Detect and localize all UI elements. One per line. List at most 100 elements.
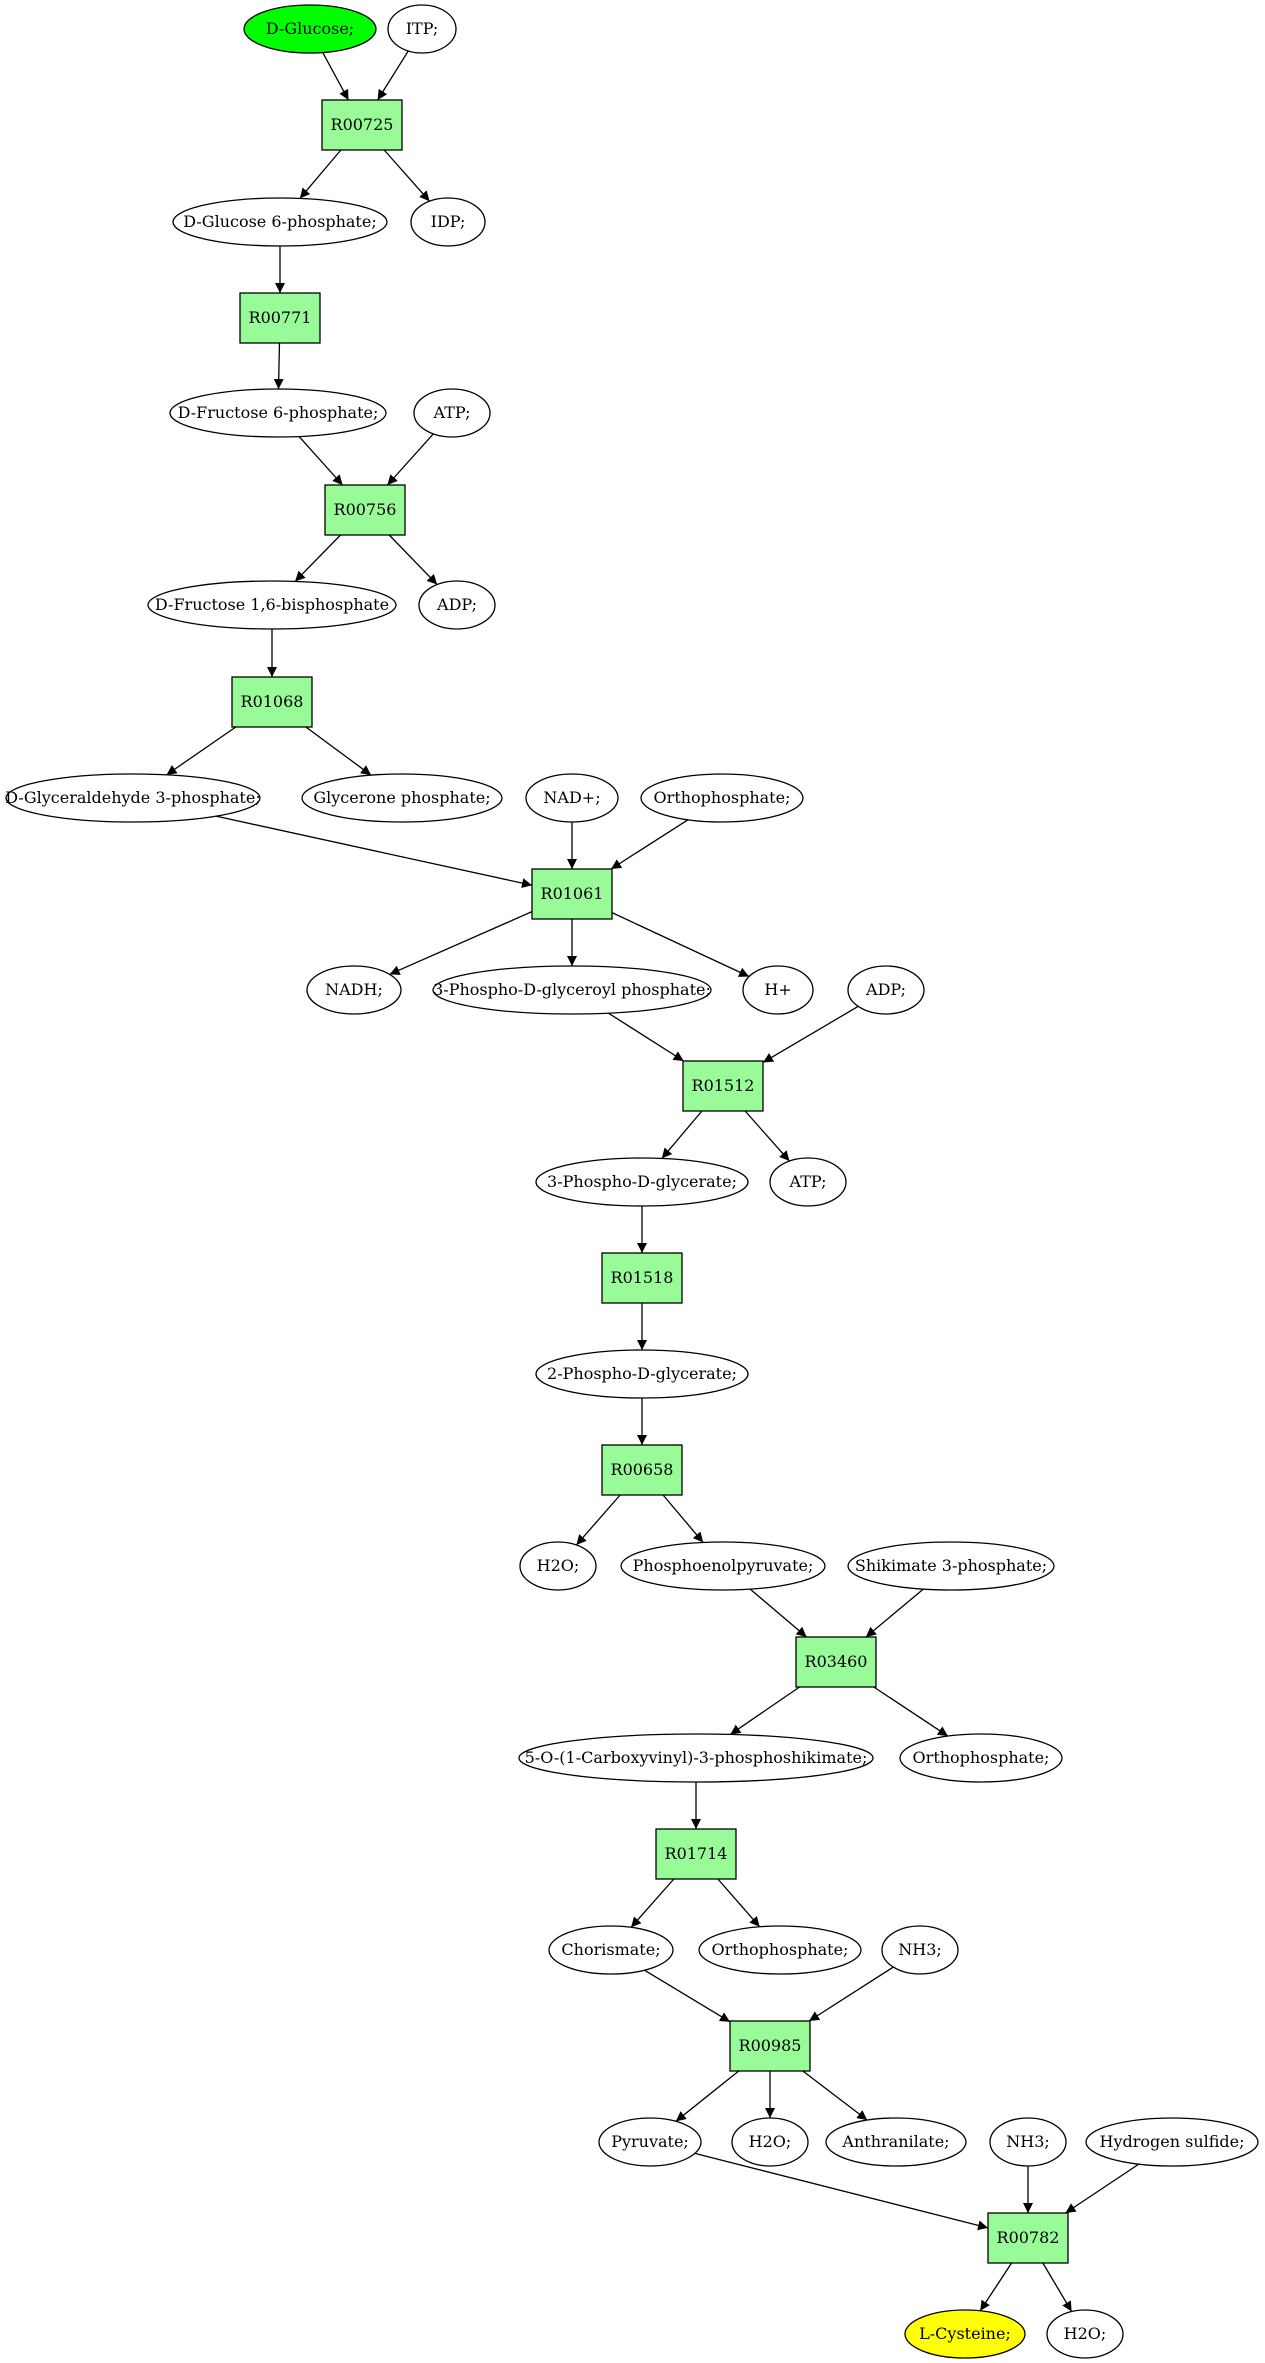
compound-shape — [989, 2117, 1067, 2167]
edge-c_adp2-to-r_01512 — [762, 1005, 859, 1064]
edge-c_itp-to-r_00725 — [377, 50, 409, 101]
reaction-node-r00771: R00771 — [239, 292, 321, 344]
compound-shape — [847, 1541, 1055, 1591]
edge-r_01061-to-c_nadh — [389, 911, 533, 975]
edge-c_glucose-to-r_00725 — [322, 52, 350, 101]
compound-shape — [519, 1541, 597, 1591]
compound-label: Chorismate; — [561, 1940, 660, 1959]
edges-layer — [166, 50, 1140, 2312]
compound-label: 5-O-(1-Carboxyvinyl)-3-phosphoshikimate; — [525, 1748, 868, 1767]
compound-node-h: H+ — [742, 965, 814, 1015]
compound-label: ADP; — [865, 980, 906, 999]
edge-r_00725-to-c_idp — [383, 149, 431, 202]
reaction-label: R01512 — [692, 1076, 755, 1095]
edge-c_pyr-to-r_00782 — [694, 2152, 989, 2231]
compound-shape — [881, 1925, 959, 1975]
compound-label: D-Glyceraldehyde 3-phosphate; — [5, 788, 260, 807]
edge-c_gap-to-r_01061 — [215, 815, 533, 889]
compound-label: IDP; — [431, 212, 466, 231]
compound-label: Pyruvate; — [611, 2132, 689, 2151]
edge-c_pep-to-r_03460 — [749, 1588, 807, 1638]
compound-shape — [410, 197, 486, 247]
reaction-label: R01714 — [665, 1844, 728, 1863]
compound-shape — [243, 4, 377, 54]
reaction-node-r00658: R00658 — [601, 1444, 683, 1496]
reaction-label: R01068 — [241, 692, 304, 711]
compound-node-s3p: Shikimate 3-phosphate; — [847, 1541, 1055, 1591]
compound-node-3pg: 3-Phospho-D-glycerate; — [535, 1157, 749, 1207]
compound-node-atp1: ATP; — [413, 388, 491, 438]
compound-shape — [620, 1541, 826, 1591]
edge-r_03460-to-c_pi2 — [873, 1686, 949, 1737]
compound-label: D-Fructose 6-phosphate; — [178, 403, 379, 422]
compound-label: NH3; — [898, 1940, 942, 1959]
edge-r_01714-to-c_chor — [630, 1878, 675, 1928]
reaction-shape — [795, 1636, 877, 1688]
compound-shape — [306, 965, 402, 1015]
reaction-shape — [239, 292, 321, 344]
compound-node-adp2: ADP; — [847, 965, 925, 1015]
compound-node-h2s: Hydrogen sulfide; — [1085, 2117, 1259, 2167]
compound-node-chor: Chorismate; — [548, 1925, 674, 1975]
compound-node-adp1: ADP; — [418, 580, 496, 630]
compound-shape — [1085, 2117, 1259, 2167]
compound-label: Anthranilate; — [841, 2132, 949, 2151]
compound-shape — [301, 773, 503, 823]
reaction-node-r00756: R00756 — [324, 484, 406, 536]
compound-label: D-Fructose 1,6-bisphosphate — [155, 595, 389, 614]
compound-label: Glycerone phosphate; — [313, 788, 490, 807]
edge-c_f6p-to-r_00756 — [298, 436, 344, 486]
edge-r_00771-to-c_f6p — [273, 342, 284, 390]
reaction-label: R03460 — [805, 1652, 868, 1671]
compound-shape — [598, 2117, 702, 2167]
compound-shape — [731, 2117, 809, 2167]
edge-r_00985-to-c_pyr — [675, 2070, 740, 2122]
reaction-node-r00985: R00985 — [729, 2020, 811, 2072]
reaction-shape — [601, 1444, 683, 1496]
compound-shape — [418, 580, 496, 630]
compound-label: ATP; — [789, 1172, 827, 1191]
compound-node-nad: NAD+; — [525, 773, 619, 823]
edge-r_01068-to-c_dhap — [305, 726, 372, 776]
compound-label: 3-Phospho-D-glyceroyl phosphate; — [433, 980, 711, 999]
edge-c_s3p-to-r_03460 — [865, 1588, 924, 1638]
reaction-label: R00725 — [331, 115, 394, 134]
compound-node-itp: ITP; — [387, 4, 457, 54]
edge-r_00658-to-c_h2o1 — [575, 1494, 621, 1546]
compound-label: NAD+; — [543, 788, 600, 807]
compound-node-f6p: D-Fructose 6-phosphate; — [169, 388, 387, 438]
edge-c_nh3a-to-r_00985 — [808, 1966, 894, 2022]
compound-label: Orthophosphate; — [712, 1940, 849, 1959]
compound-node-idp: IDP; — [410, 197, 486, 247]
compound-shape — [432, 965, 712, 1015]
reaction-shape — [682, 1060, 764, 1112]
edge-c_chor-to-r_00985 — [644, 1969, 731, 2023]
compound-shape — [535, 1349, 749, 1399]
compound-shape — [387, 4, 457, 54]
reaction-node-r03460: R03460 — [795, 1636, 877, 1688]
compound-node-pep: Phosphoenolpyruvate; — [620, 1541, 826, 1591]
compound-shape — [413, 388, 491, 438]
compound-label: H2O; — [537, 1556, 580, 1575]
compound-label: 3-Phospho-D-glycerate; — [547, 1172, 737, 1191]
reaction-label: R00782 — [997, 2228, 1060, 2247]
reaction-label: R00771 — [249, 308, 312, 327]
compound-node-g6p: D-Glucose 6-phosphate; — [172, 197, 388, 247]
compound-shape — [904, 2309, 1026, 2359]
compound-label: NADH; — [325, 980, 383, 999]
reaction-shape — [729, 2020, 811, 2072]
compound-label: NH3; — [1006, 2132, 1050, 2151]
compound-label: ITP; — [406, 19, 439, 38]
compound-shape — [847, 965, 925, 1015]
edge-r_00782-to-c_cys — [979, 2262, 1013, 2312]
reaction-node-r00725: R00725 — [321, 99, 403, 151]
compound-shape — [172, 197, 388, 247]
compound-node-cys: L-Cysteine; — [904, 2309, 1026, 2359]
edge-c_h2s-to-r_00782 — [1065, 2163, 1140, 2214]
edge-r_00658-to-c_pep — [662, 1494, 704, 1543]
compound-shape — [169, 388, 387, 438]
compound-node-pi1: Orthophosphate; — [640, 773, 804, 823]
compound-node-gap: D-Glyceraldehyde 3-phosphate; — [5, 773, 261, 823]
compound-node-2pg: 2-Phospho-D-glycerate; — [535, 1349, 749, 1399]
compound-node-nh3a: NH3; — [881, 1925, 959, 1975]
